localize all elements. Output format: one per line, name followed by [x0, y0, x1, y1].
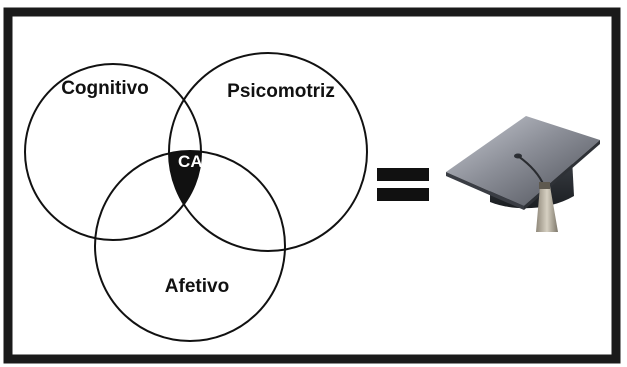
psicomotriz-circle	[168, 52, 368, 252]
cap-label: CAP	[178, 152, 214, 171]
equals-sign-icon	[377, 168, 429, 201]
afetivo-label: Afetivo	[165, 276, 229, 297]
afetivo-circle	[94, 150, 286, 342]
graduation-cap-icon	[446, 116, 600, 232]
frame-border	[3, 7, 621, 364]
cognitivo-label: Cognitivo	[61, 78, 149, 99]
psicomotriz-label: Psicomotriz	[227, 81, 335, 102]
